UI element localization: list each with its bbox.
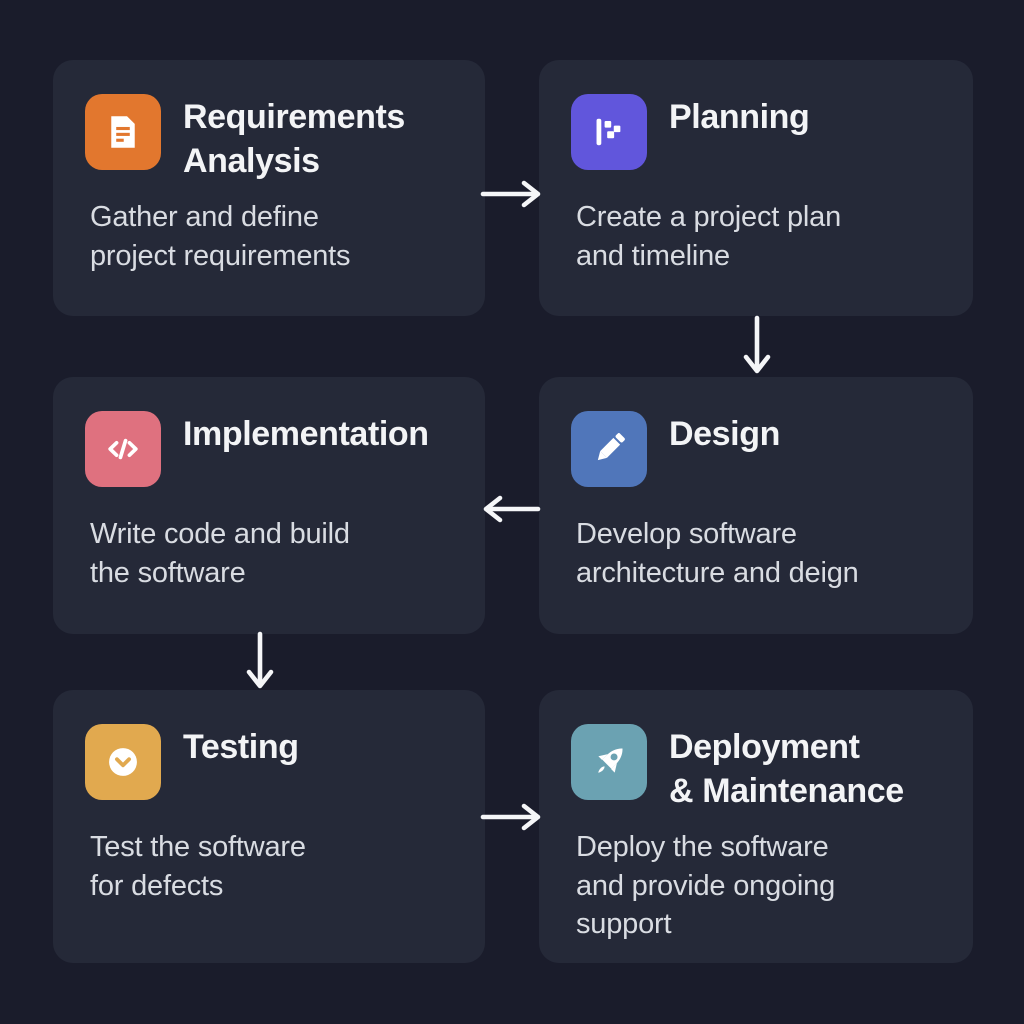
code-icon: [85, 411, 161, 487]
arrow-planning-to-design: [743, 315, 771, 374]
card-planning: Planning Create a project plan and timel…: [539, 60, 973, 316]
card-description: Create a project plan and timeline: [576, 201, 842, 272]
card-title: Testing: [183, 728, 299, 766]
rocket-icon: [571, 724, 647, 800]
card-title: Deployment & Maintenance: [669, 728, 904, 810]
pencil-icon: [571, 411, 647, 487]
document-icon: [85, 94, 161, 170]
arrow-testing-to-deployment: [480, 803, 541, 831]
card-title: Design: [669, 415, 780, 453]
card-description: Test the software for defects: [90, 831, 306, 902]
arrow-implementation-to-testing: [246, 631, 274, 689]
card-title: Requirements Analysis: [183, 98, 405, 180]
arrow-design-to-implementation: [483, 495, 541, 523]
card-requirements-analysis: Requirements Analysis Gather and define …: [53, 60, 485, 316]
card-description: Gather and define project requirements: [90, 201, 351, 272]
arrow-requirements-to-planning: [480, 180, 541, 208]
card-design: Design Develop software architecture and…: [539, 377, 973, 634]
card-title: Planning: [669, 98, 810, 136]
card-deployment-maintenance: Deployment & Maintenance Deploy the soft…: [539, 690, 973, 963]
gantt-chart-icon: [571, 94, 647, 170]
card-description: Deploy the software and provide ongoing …: [576, 831, 836, 940]
check-circle-icon: [85, 724, 161, 800]
card-description: Write code and build the software: [90, 518, 350, 589]
card-title: Implementation: [183, 415, 429, 453]
card-testing: Testing Test the software for defects: [53, 690, 485, 963]
card-description: Develop software architecture and deign: [576, 518, 859, 589]
card-implementation: Implementation Write code and build the …: [53, 377, 485, 634]
